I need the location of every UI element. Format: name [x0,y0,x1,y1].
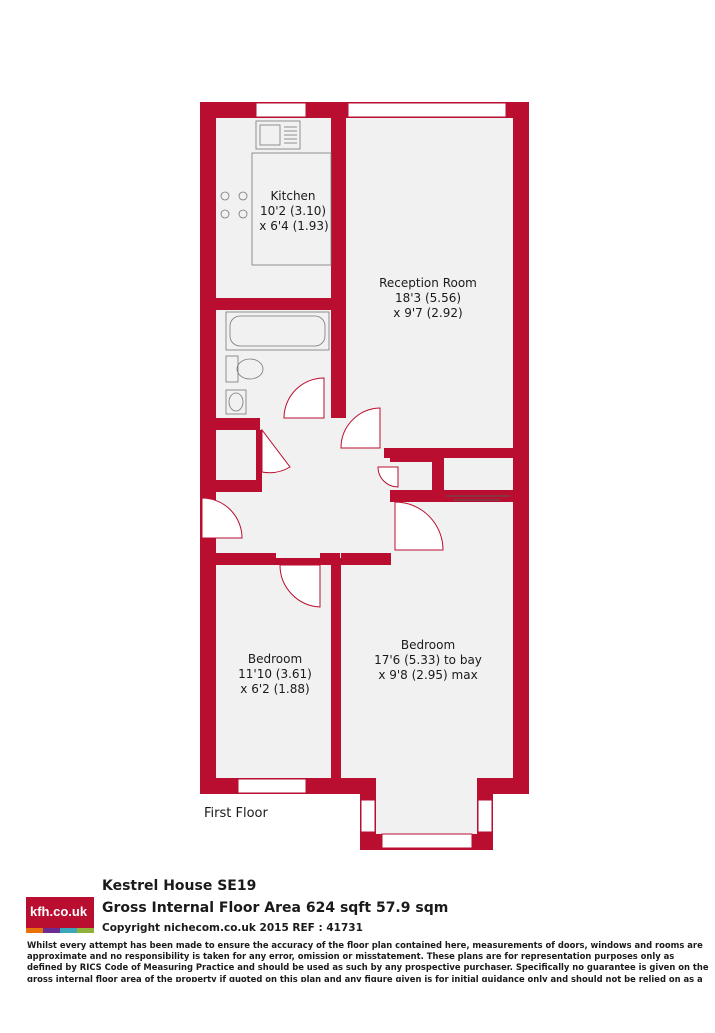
bedroom1-name: Bedroom [248,652,302,666]
bedroom1-dim2: x 6'2 (1.88) [240,682,309,696]
logo-stripes [26,928,94,933]
bedroom2-door-icon [394,501,444,551]
cupboard-door-icon [261,428,291,474]
small-cupboard-door-icon [377,466,399,488]
reception-door-icon [340,407,381,449]
reception-dim1: 18'3 (5.56) [395,291,461,305]
bathroom-door-icon [283,377,325,419]
bedroom2-name: Bedroom [401,638,455,652]
logo-text: kfh.co.uk [30,904,88,919]
bedroom2-dim1: 17'6 (5.33) to bay [374,653,482,667]
reception-dim2: x 9'7 (2.92) [393,306,462,320]
logo-stripe-orange [26,928,43,933]
worktop [251,152,332,266]
room-labels: Kitchen 10'2 (3.10) x 6'4 (1.93) Recepti… [204,189,482,821]
toilet-icon [225,355,239,383]
bath-icon [225,311,330,351]
kitchen-window [255,102,307,118]
internal-walls [216,118,513,778]
reception-window [347,102,507,118]
floor-label: First Floor [204,806,268,821]
bay-window-front [381,833,473,849]
kitchen-dim2: x 6'4 (1.93) [259,219,328,233]
copyright: Copyright nichecom.co.uk 2015 REF : 4173… [102,922,363,934]
floor-area: Gross Internal Floor Area 624 sqft 57.9 … [102,900,449,916]
property-title: Kestrel House SE19 [102,878,257,894]
reception-floor [346,118,513,448]
kitchen-floor [216,118,331,298]
logo-stripe-teal [60,928,77,933]
reception-name: Reception Room [379,276,477,290]
floor-areas [216,118,513,834]
bedroom1-door-icon [279,564,321,608]
floor-plan: Kitchen 10'2 (3.10) x 6'4 (1.93) Recepti… [200,102,529,850]
bay-window-right [477,799,493,833]
logo-stripe-purple [43,928,60,933]
kitchen-name: Kitchen [270,189,315,203]
kitchen-fittings [220,120,332,266]
kitchen-dim1: 10'2 (3.10) [260,204,326,218]
bathroom-fittings [225,311,330,415]
bedroom2-dim2: x 9'8 (2.95) max [378,668,477,682]
sink-icon [255,120,301,150]
hob-icon [220,191,230,201]
bedroom1-dim1: 11'10 (3.61) [238,667,312,681]
entrance-door-icon [201,497,243,539]
basin-icon [225,389,247,415]
bedroom1-window [237,778,307,794]
door-swings [201,377,510,608]
bay-window-left [360,799,376,833]
windows [237,102,507,849]
kfh-logo: kfh.co.uk [26,897,94,933]
bay-floor [376,778,477,834]
logo-stripe-green [77,928,94,933]
disclaimer: Whilst every attempt has been made to en… [27,940,709,982]
